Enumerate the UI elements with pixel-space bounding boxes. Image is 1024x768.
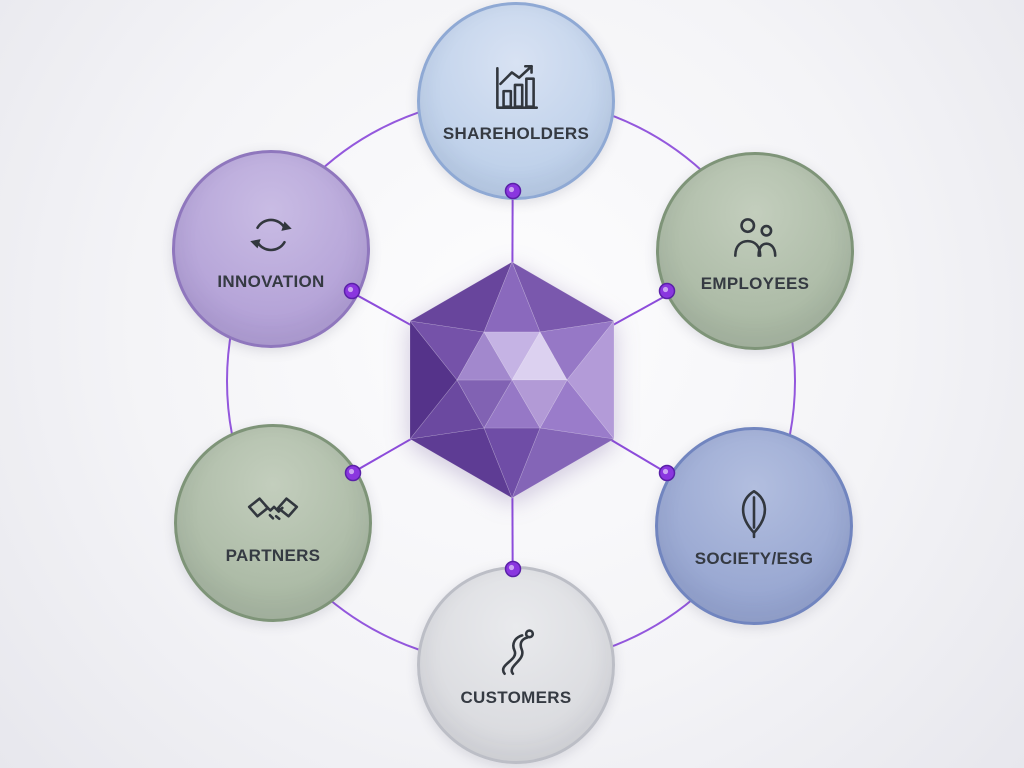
node-employees: EMPLOYEES (656, 152, 854, 350)
journey-path-icon (501, 628, 535, 675)
leaf-icon (741, 489, 767, 538)
node-society-esg: SOCIETY/ESG (655, 427, 853, 625)
node-label: PARTNERS (225, 545, 321, 565)
node-partners: PARTNERS (174, 424, 372, 622)
handshake-icon (247, 496, 299, 520)
node-label: CUSTOMERS (460, 687, 572, 707)
faceted-gem-hexagon-icon (409, 261, 615, 499)
node-label: EMPLOYEES (700, 273, 810, 293)
bar-chart-growth-icon (496, 64, 539, 109)
node-customers: CUSTOMERS (417, 566, 615, 764)
cycle-arrows-icon (250, 218, 292, 251)
node-label: SOCIETY/ESG (694, 548, 814, 568)
people-icon (734, 217, 777, 257)
node-label: SHAREHOLDERS (442, 123, 590, 143)
node-innovation: INNOVATION (172, 150, 370, 348)
node-shareholders: SHAREHOLDERS (417, 2, 615, 200)
node-label: INNOVATION (217, 271, 325, 291)
